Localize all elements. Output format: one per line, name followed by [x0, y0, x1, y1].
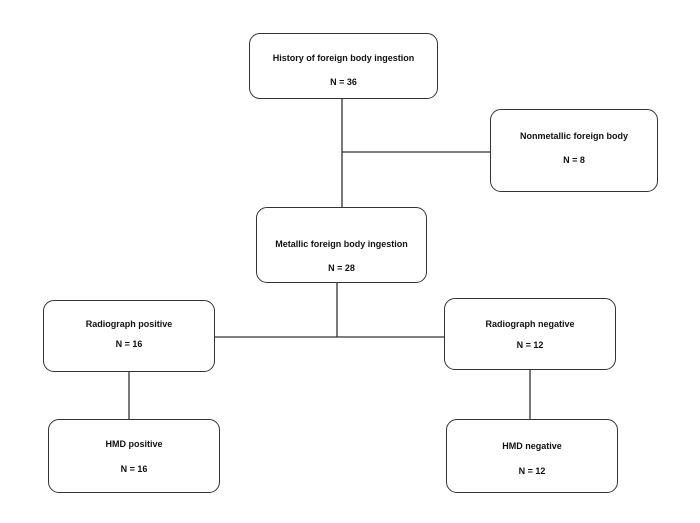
hmd-positive-label: HMD positive: [105, 439, 163, 449]
metallic-node: Metallic foreign body ingestion N = 28: [256, 207, 427, 283]
radiograph-negative-count: N = 12: [516, 340, 544, 350]
metallic-count: N = 28: [328, 263, 355, 273]
nonmetallic-label: Nonmetallic foreign body: [519, 131, 628, 141]
hmd-negative-node: HMD negative N = 12: [446, 419, 618, 493]
hmd-negative-label: HMD negative: [502, 441, 562, 451]
history-node: History of foreign body ingestion N = 36: [249, 33, 438, 99]
metallic-label: Metallic foreign body ingestion: [275, 239, 408, 249]
hmd-negative-count: N = 12: [518, 466, 546, 476]
hmd-positive-node: HMD positive N = 16: [48, 419, 220, 493]
radiograph-negative-label: Radiograph negative: [485, 319, 575, 329]
radiograph-positive-count: N = 16: [115, 339, 143, 349]
radiograph-negative-node: Radiograph negative N = 12: [444, 298, 616, 370]
radiograph-positive-label: Radiograph positive: [85, 319, 173, 329]
radiograph-positive-node: Radiograph positive N = 16: [43, 300, 215, 372]
nonmetallic-count: N = 8: [563, 155, 585, 165]
history-count: N = 36: [330, 77, 357, 87]
history-label: History of foreign body ingestion: [272, 53, 415, 63]
hmd-positive-count: N = 16: [120, 464, 148, 474]
nonmetallic-node: Nonmetallic foreign body N = 8: [490, 109, 658, 192]
